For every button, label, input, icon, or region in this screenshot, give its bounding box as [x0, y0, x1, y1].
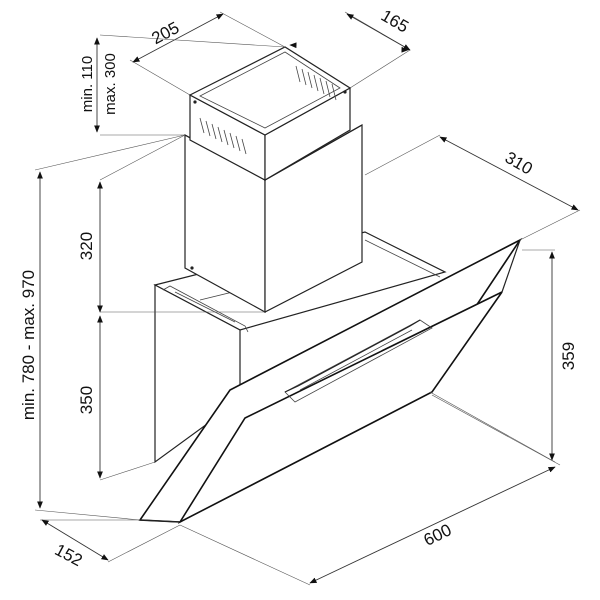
dimension-lines: [34, 11, 581, 586]
dim-chimney-max-label: max. 300: [102, 53, 119, 115]
glass-panel: [138, 237, 523, 525]
dim-chimney-min-label: min. 110: [79, 56, 96, 112]
dim-hood-width-label: 600: [421, 520, 455, 550]
dim-total-height-label: min. 780 - max. 970: [19, 270, 38, 420]
dim-chimney-width-label: 205: [148, 18, 182, 48]
dim-hood-depth-label: 310: [502, 148, 536, 179]
dim-glass-height-label: 359: [559, 342, 578, 370]
dim-chimney-depth-label: 165: [378, 6, 412, 37]
dim-chimney-height-label: 320: [77, 232, 96, 260]
dim-body-height-label: 350: [77, 386, 96, 414]
dim-base-depth-label: 152: [52, 540, 86, 570]
chimney: [184, 46, 363, 314]
